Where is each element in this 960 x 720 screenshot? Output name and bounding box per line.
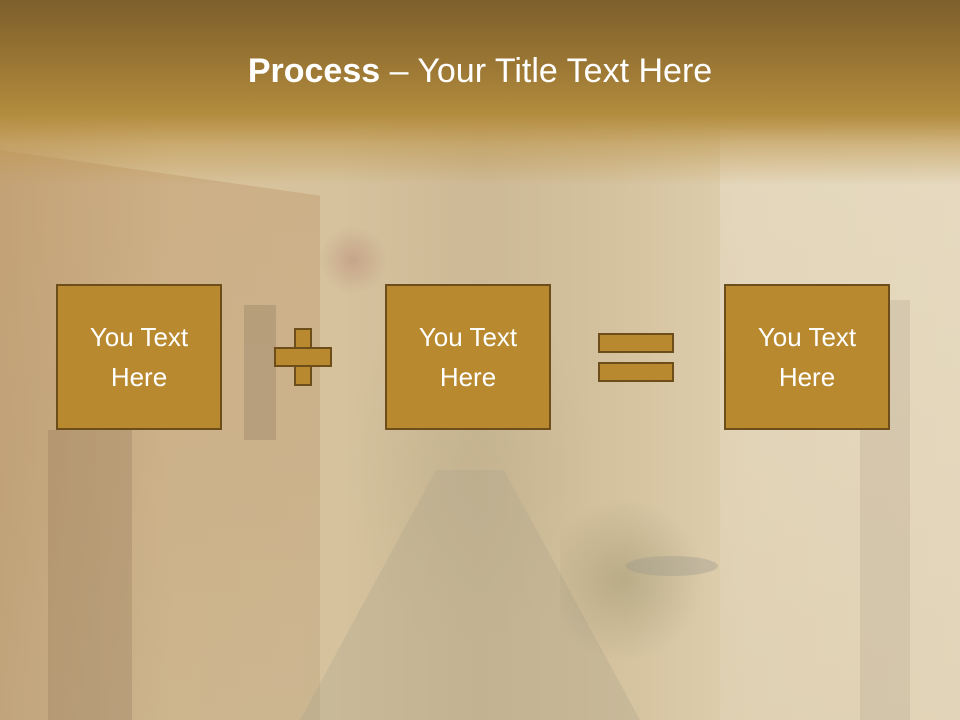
equals-icon-bottom-bar [598, 362, 674, 382]
plus-icon-center [296, 349, 310, 365]
background-birdbath [626, 556, 718, 576]
process-box-1[interactable]: You Text Here [56, 284, 222, 430]
title-banner [0, 0, 960, 185]
process-box-3[interactable]: You Text Here [724, 284, 890, 430]
background-flowers [318, 225, 388, 295]
background-window [244, 305, 276, 440]
title-rest-text: – Your Title Text Here [380, 52, 713, 90]
process-box-2[interactable]: You Text Here [385, 284, 551, 430]
slide-title[interactable]: Process – Your Title Text Here [0, 52, 960, 91]
background-left-wall [0, 150, 320, 720]
background-plants [560, 500, 720, 660]
process-box-3-text: You Text Here [757, 322, 857, 392]
equals-icon-top-bar [598, 333, 674, 353]
background-door [48, 430, 132, 720]
process-box-2-text: You Text Here [418, 322, 518, 392]
title-bold-text: Process [247, 52, 381, 90]
process-box-1-text: You Text Here [89, 322, 189, 392]
